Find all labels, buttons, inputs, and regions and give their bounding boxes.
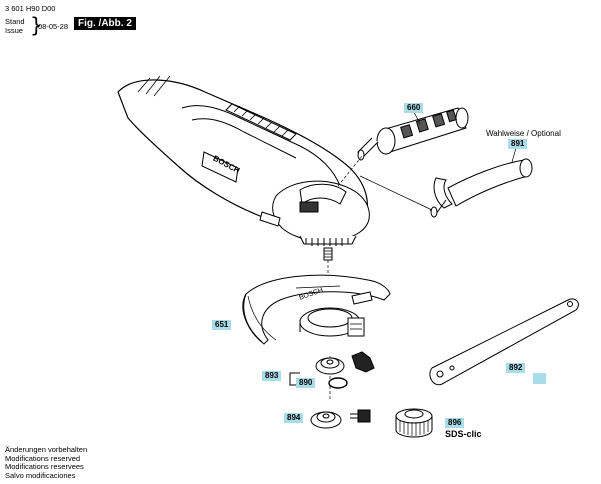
- bracket-893-890: [289, 372, 300, 386]
- auxiliary-handle-891: [429, 158, 533, 218]
- part-label-651: 651: [212, 320, 232, 330]
- part-label-896: 896: [445, 418, 465, 428]
- part-label-894: 894: [284, 413, 304, 423]
- document-number: 3 601 H90 D00: [5, 4, 56, 13]
- angle-grinder-body: [117, 75, 370, 261]
- auxiliary-handle-660: [357, 107, 469, 161]
- clamping-nut-894: [310, 411, 342, 429]
- issue-date: 08-05-28: [38, 22, 69, 31]
- optional-label: Wahlweise / Optional: [486, 129, 561, 138]
- clamp-icon-893: [351, 351, 375, 373]
- note-de: Änderungen vorbehalten: [5, 445, 88, 454]
- protective-guard-651: BOSCH: [242, 274, 391, 345]
- mounting-flange-893: [315, 357, 345, 375]
- part-label-891: 891: [508, 139, 528, 149]
- sds-clic-nut-896: [395, 408, 433, 438]
- part-label-660: 660: [404, 103, 424, 113]
- sds-clic-label: SDS-clic: [445, 429, 482, 439]
- highlight-swatch: [533, 373, 546, 384]
- two-pin-spanner-892: [429, 298, 579, 386]
- stand-label: Stand: [5, 17, 25, 26]
- part-label-893: 893: [262, 371, 282, 381]
- issue-label: Issue: [5, 26, 23, 35]
- figure-label: Fig. /Abb. 2: [74, 17, 136, 30]
- part-label-890: 890: [296, 378, 316, 388]
- brace-icon: }: [30, 13, 43, 37]
- o-ring-890: [328, 377, 348, 389]
- part-label-892: 892: [506, 363, 526, 373]
- note-es: Salvo modificaciones: [5, 470, 76, 480]
- note-en: Modifications reserved: [5, 453, 81, 463]
- note-fr: Modifications reservees: [5, 462, 84, 472]
- modification-notes: Änderungen vorbehalten Modifications res…: [5, 445, 88, 480]
- two-hole-spanner-pin-icon: [350, 409, 371, 423]
